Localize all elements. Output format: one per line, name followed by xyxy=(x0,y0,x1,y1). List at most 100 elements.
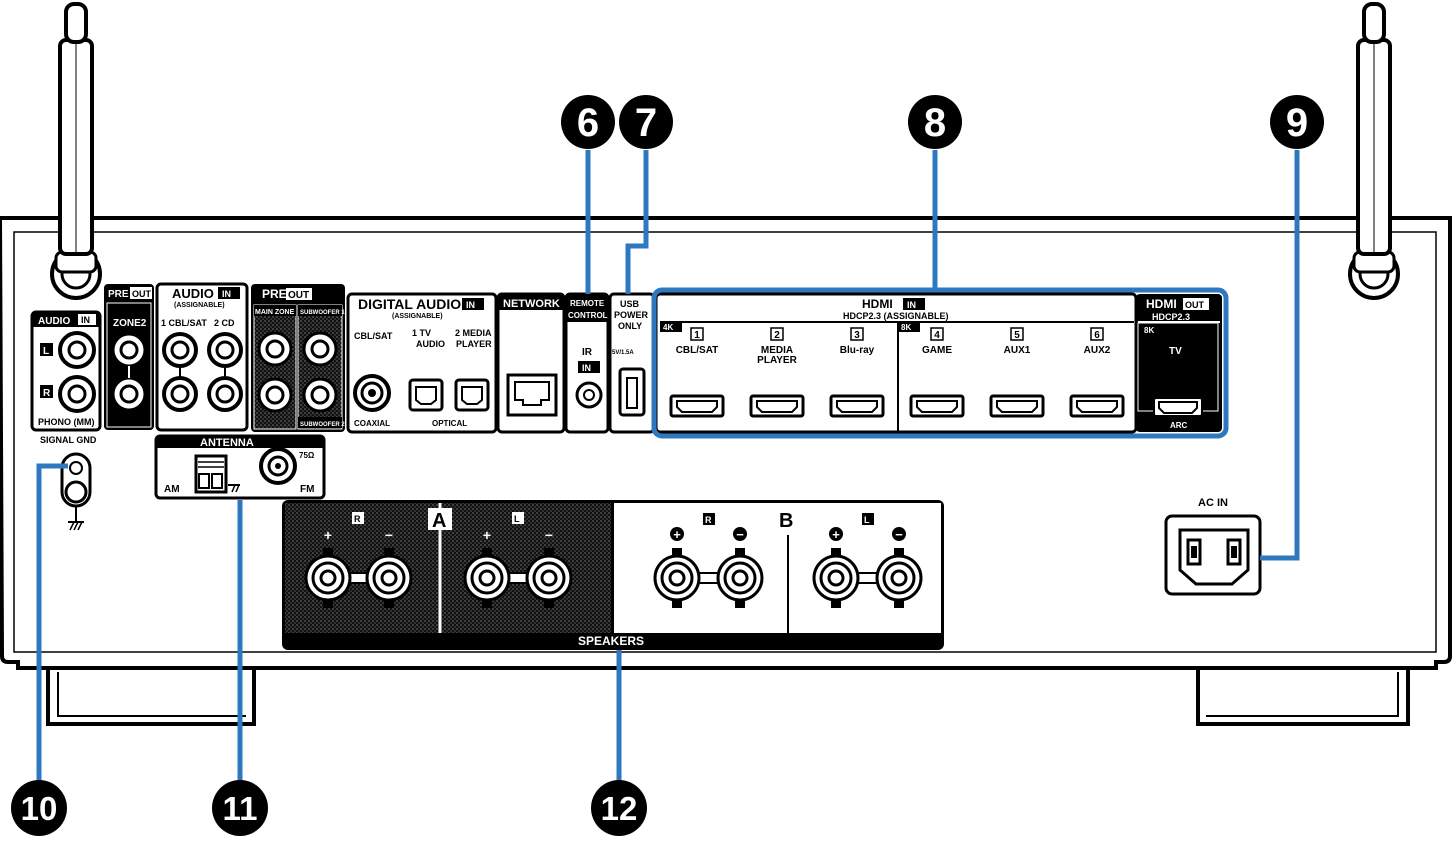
speaker-post-plus: + xyxy=(812,527,860,608)
minus-sign: − xyxy=(895,527,903,542)
hdmi-input-number: 3 xyxy=(854,330,860,341)
digital-audio-block: DIGITAL AUDIO IN (ASSIGNABLE) CBL/SAT 1 … xyxy=(346,292,498,434)
ac-in-label: AC IN xyxy=(1198,497,1228,509)
hdmi-input-label-2: PLAYER xyxy=(757,355,797,366)
foot-right xyxy=(1196,668,1410,726)
preout-out-tag: OUT xyxy=(288,290,309,301)
zone2-label: ZONE2 xyxy=(113,318,147,329)
digital-audio-in-tag: IN xyxy=(466,300,475,310)
minus-sign: − xyxy=(736,527,744,542)
hdmi-input-number: 1 xyxy=(694,330,700,341)
usb-power-label: POWER xyxy=(614,310,649,320)
callout-8: 8 xyxy=(908,95,962,149)
leader-lines xyxy=(36,150,1300,790)
svg-text:10: 10 xyxy=(21,790,58,827)
audio-in-1-label: 1 CBL/SAT xyxy=(161,318,207,328)
main-zone-label: MAIN ZONE xyxy=(255,309,295,316)
callout-7: 7 xyxy=(619,95,673,149)
leader-10 xyxy=(36,463,68,790)
callout-12: 12 xyxy=(591,780,647,836)
fm-label: FM xyxy=(300,484,314,495)
remote-label: REMOTE xyxy=(570,299,605,308)
hdmi-out-tag: OUT xyxy=(1185,300,1205,310)
callout-9: 9 xyxy=(1270,95,1324,149)
usb-label: USB xyxy=(620,299,640,309)
control-label: CONTROL xyxy=(568,311,608,320)
signal-gnd-label: SIGNAL GND xyxy=(40,435,97,445)
hdmi-4k-tag: 4K xyxy=(663,323,673,332)
speaker-b-r-label: R xyxy=(705,515,712,525)
hdmi-input-number: 2 xyxy=(774,330,780,341)
speaker-post-minus: − xyxy=(365,527,413,608)
plus-sign: + xyxy=(673,527,681,542)
hdmi-in-block: HDMI IN HDCP2.3 (ASSIGNABLE) 4K 8K 1CBL/… xyxy=(654,292,1138,434)
hdmi-input-label: AUX1 xyxy=(1004,345,1031,356)
speaker-terminal-pair: +− xyxy=(653,527,764,608)
hdmi-input-label: Blu-ray xyxy=(840,345,875,356)
speakers-title: SPEAKERS xyxy=(578,634,644,648)
hdmi-out-block: HDMI OUT HDCP2.3 8K TV ARC xyxy=(1136,294,1222,432)
digital-audio-assignable: (ASSIGNABLE) xyxy=(392,313,443,320)
svg-text:7: 7 xyxy=(635,101,657,145)
callout-11: 11 xyxy=(212,780,268,836)
coaxial-label: COAXIAL xyxy=(354,419,390,428)
phono-in-tag: IN xyxy=(81,315,90,325)
subwoofer2-label: SUBWOOFER 2 xyxy=(300,422,345,428)
speaker-a-label: A xyxy=(432,510,446,532)
signal-gnd-terminal: SIGNAL GND xyxy=(40,435,97,531)
preout-pre-label: PRE xyxy=(262,287,287,301)
speaker-a-r-label: R xyxy=(354,514,361,524)
foot-left xyxy=(46,668,256,726)
optical-media-label2: PLAYER xyxy=(456,339,492,349)
antenna-right xyxy=(1348,2,1400,300)
hdmi-input-number: 5 xyxy=(1014,330,1020,341)
speaker-post-minus: − xyxy=(875,527,923,608)
hdmi-out-title: HDMI xyxy=(1146,297,1177,311)
plus-sign: + xyxy=(483,527,491,543)
hdmi-input-number: 6 xyxy=(1094,330,1100,341)
speaker-terminal-pair: +− xyxy=(812,527,923,608)
speaker-b-label: B xyxy=(779,510,793,532)
remote-control-block: REMOTE CONTROL IR IN xyxy=(564,292,610,434)
hdmi-out-tv-label: TV xyxy=(1169,346,1182,357)
ir-label: IR xyxy=(582,347,593,358)
callout-6: 6 xyxy=(561,95,615,149)
zone2-out-tag: OUT xyxy=(132,289,152,299)
network-label: NETWORK xyxy=(503,298,560,310)
svg-text:8: 8 xyxy=(924,101,946,145)
audio-in-assignable: (ASSIGNABLE) xyxy=(174,302,225,309)
speaker-post-minus: − xyxy=(525,527,573,608)
hdmi-in-hdcp: HDCP2.3 (ASSIGNABLE) xyxy=(843,311,949,321)
speaker-terminal-pair: +− xyxy=(304,527,413,608)
digital-audio-title: DIGITAL AUDIO xyxy=(358,296,461,312)
antenna-terminal-block: ANTENNA AM 75Ω FM xyxy=(154,434,326,500)
speaker-terminal-pair: +− xyxy=(463,527,573,608)
network-block: NETWORK xyxy=(496,292,566,434)
hdmi-input-label: MEDIA xyxy=(761,345,793,356)
zone2-preout-block: PRE OUT ZONE2 xyxy=(104,284,154,430)
hdmi-highlight-outline xyxy=(651,287,1229,439)
svg-text:12: 12 xyxy=(601,790,638,827)
hdmi-input-label: CBL/SAT xyxy=(676,345,719,356)
minus-sign: − xyxy=(385,527,393,543)
audio-in-tag: IN xyxy=(222,289,231,299)
hdmi-input-label: AUX2 xyxy=(1084,345,1111,356)
antenna-left xyxy=(50,2,102,300)
phono-label: PHONO (MM) xyxy=(38,417,95,427)
ohm-label: 75Ω xyxy=(299,451,315,460)
phono-input-block: AUDIO IN L R PHONO (MM) xyxy=(30,310,102,432)
phono-audio-label: AUDIO xyxy=(38,316,70,327)
ac-inlet: AC IN xyxy=(1164,497,1262,596)
usb-block: USB POWER ONLY 5V/1.5A xyxy=(608,292,656,434)
subwoofer1-label: SUBWOOFER 1 xyxy=(300,310,345,316)
callouts: 6 7 8 9 10 11 12 xyxy=(11,95,1324,836)
callout-10: 10 xyxy=(11,780,67,836)
optical-tv-label2: AUDIO xyxy=(416,339,445,349)
phono-r-label: R xyxy=(43,388,51,399)
